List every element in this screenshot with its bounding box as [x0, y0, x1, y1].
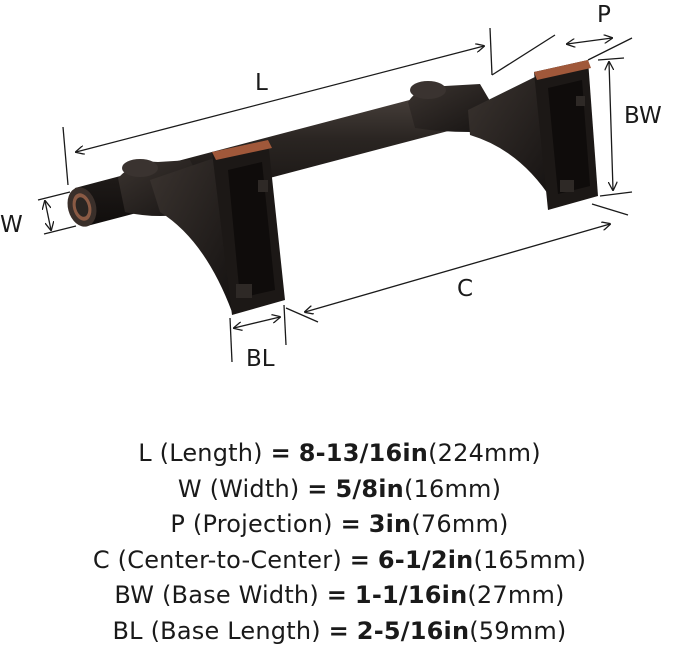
spec-line-width: W (Width) = 5/8in(16mm) [177, 474, 502, 503]
label-C: C [457, 276, 473, 302]
dim-line-P [567, 38, 612, 44]
dimension-labels: L W P BW C BL [0, 2, 662, 372]
towel-bar-product [67, 60, 598, 315]
dimension-lines [37, 27, 633, 363]
label-W: W [0, 212, 23, 238]
dim-line-W [45, 201, 51, 230]
dim-line-C [305, 224, 610, 312]
product-dimension-diagram: L W P BW C BL [0, 2, 662, 372]
dim-line-BL [234, 317, 280, 328]
left-post-arm [150, 152, 232, 312]
dim-line-BW [609, 62, 613, 190]
label-L: L [255, 70, 268, 96]
spec-line-base-width: BW (Base Width) = 1-1/16in(27mm) [114, 581, 565, 609]
spec-line-base-length: BL (Base Length) = 2-5/16in(59mm) [112, 616, 567, 645]
label-BL: BL [246, 346, 275, 372]
dim-line-L [76, 46, 484, 152]
right-post-arm [468, 72, 552, 200]
label-P: P [597, 2, 611, 28]
specifications-list: L (Length) = 8-13/16in(224mm) W (Width) … [0, 436, 679, 649]
spec-line-projection: P (Projection) = 3in(76mm) [170, 510, 509, 538]
label-BW: BW [624, 103, 662, 129]
spec-line-center-to-center: C (Center-to-Center) = 6-1/2in(165mm) [92, 545, 587, 574]
right-base-copper-edge [534, 60, 591, 80]
spec-line-length: L (Length) = 8-13/16in(224mm) [138, 439, 541, 467]
